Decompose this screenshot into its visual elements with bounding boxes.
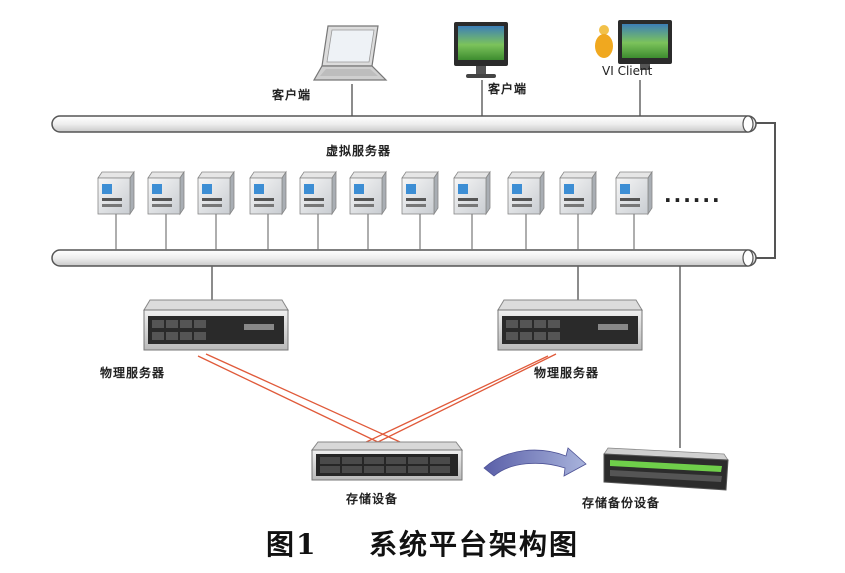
vm-server-icon bbox=[559, 170, 597, 216]
vm-drop-lines bbox=[115, 214, 635, 250]
vm-server-icon bbox=[507, 170, 545, 216]
bus-loop-connector bbox=[750, 122, 776, 259]
monitor-icon bbox=[454, 22, 508, 78]
backup-storage-label: 存储备份设备 bbox=[582, 496, 661, 510]
storage-label: 存储设备 bbox=[346, 492, 399, 506]
server-storage-links bbox=[197, 353, 557, 445]
vm-server-icon bbox=[349, 170, 387, 216]
backup-arrow-icon bbox=[483, 447, 587, 477]
vm-server-icon bbox=[249, 170, 287, 216]
vm-server-icon bbox=[147, 170, 185, 216]
client-label: 客户端 bbox=[488, 82, 528, 96]
vm-server-icon bbox=[453, 170, 491, 216]
laptop-icon bbox=[312, 25, 388, 81]
storage-array-icon bbox=[311, 441, 463, 481]
client-label: 客户端 bbox=[272, 88, 312, 102]
user-figure-icon bbox=[595, 25, 613, 58]
vm-ellipsis: ······ bbox=[664, 188, 722, 212]
rack-server-icon bbox=[497, 299, 643, 351]
upper-network-bus bbox=[51, 115, 757, 133]
vm-server-icon bbox=[615, 170, 653, 216]
backup-storage-icon bbox=[603, 447, 729, 491]
rack-server-icon bbox=[143, 299, 289, 351]
vm-server-icon bbox=[197, 170, 235, 216]
virtual-machine-icons bbox=[97, 170, 653, 216]
vi-client-label: VI Client bbox=[602, 64, 653, 78]
physical-server-label: 物理服务器 bbox=[100, 366, 166, 380]
lower-network-bus bbox=[51, 249, 757, 267]
figure-number: 图1 bbox=[266, 528, 318, 561]
vm-server-icon bbox=[97, 170, 135, 216]
figure-title: 系统平台架构图 bbox=[368, 528, 579, 561]
physical-server-label: 物理服务器 bbox=[534, 366, 600, 380]
figure-caption: 图1 系统平台架构图 bbox=[0, 523, 845, 563]
virtual-server-label: 虚拟服务器 bbox=[326, 144, 392, 158]
monitor-icon bbox=[618, 20, 672, 70]
vm-server-icon bbox=[401, 170, 439, 216]
vm-server-icon bbox=[299, 170, 337, 216]
